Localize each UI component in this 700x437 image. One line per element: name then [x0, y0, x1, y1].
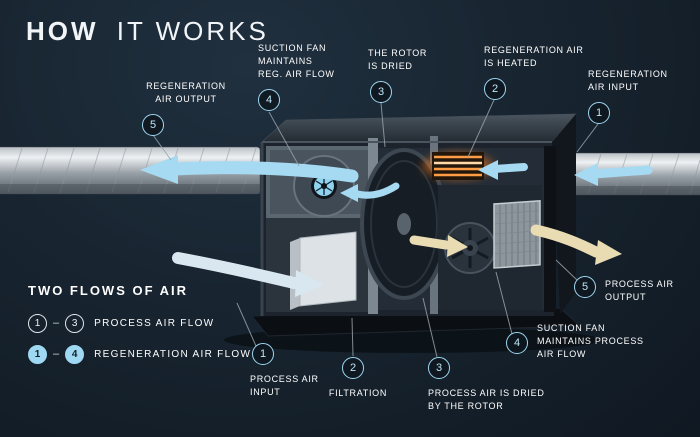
- regen-output-arrow: [167, 161, 359, 183]
- callout-process-air-output: 5 PROCESS AIR OUTPUT: [574, 276, 695, 304]
- callout-process-air-dried: 3 PROCESS AIR IS DRIED BY THE ROTOR: [428, 357, 578, 413]
- rotor: [360, 148, 448, 300]
- callout-number: 2: [491, 83, 499, 96]
- callout-label: REGENERATION AIR IS HEATED: [484, 45, 584, 69]
- process-input-arrow: [172, 252, 300, 289]
- callout-filtration: 2 FILTRATION: [322, 357, 394, 400]
- callout-regen-air-heated: REGENERATION AIR IS HEATED 2: [484, 44, 606, 101]
- callout-label: PROCESS AIR IS DRIED BY THE ROTOR: [428, 388, 545, 412]
- callout-number-badge: 4: [258, 89, 280, 112]
- legend-badge: 3: [65, 313, 85, 333]
- page-title-primary: HOW: [26, 16, 99, 46]
- legend-dash: –: [53, 317, 60, 329]
- callout-number: 5: [581, 281, 589, 293]
- callout-suction-fan-reg: SUCTION FAN MAINTAINS REG. AIR FLOW 4: [258, 42, 368, 112]
- callout-number: 4: [265, 94, 273, 107]
- legend-label: PROCESS AIR FLOW: [94, 317, 215, 329]
- callout-number-badge: 5: [142, 114, 164, 137]
- callout-number-badge: 1: [252, 343, 274, 365]
- heater: [422, 152, 494, 180]
- legend-badge-number: 4: [71, 348, 78, 360]
- callout-number: 2: [349, 362, 357, 374]
- callout-label: FILTRATION: [328, 388, 388, 398]
- callout-number: 3: [435, 362, 443, 374]
- leader-lines: [152, 99, 599, 358]
- callout-number-badge: 3: [370, 81, 392, 104]
- process-output-arrow: [530, 224, 602, 258]
- legend-badge-number: 1: [34, 317, 41, 329]
- callout-label: REGENERATION AIR OUTPUT: [146, 81, 226, 105]
- flow-arrows: [140, 155, 653, 297]
- callout-label: SUCTION FAN MAINTAINS REG. AIR FLOW: [258, 43, 335, 80]
- callout-rotor-dried: THE ROTOR IS DRIED 3: [368, 47, 448, 104]
- legend-label: REGENERATION AIR FLOW: [94, 348, 252, 360]
- callout-number: 1: [259, 348, 267, 360]
- callout-number: 3: [377, 86, 385, 99]
- callout-number-badge: 1: [588, 102, 610, 125]
- legend-badge-number: 1: [34, 348, 41, 360]
- machine-right-face: [552, 114, 576, 314]
- legend-title: TWO FLOWS OF AIR: [28, 283, 189, 298]
- callout-label: REGENERATION AIR INPUT: [588, 69, 668, 93]
- legend-badge: 1: [28, 344, 47, 364]
- callout-number-badge: 4: [506, 332, 528, 354]
- callout-regeneration-air-output: REGENERATION AIR OUTPUT 5: [118, 80, 254, 137]
- page-title: HOW IT WORKS: [26, 16, 269, 47]
- callout-label: THE ROTOR IS DRIED: [368, 48, 428, 72]
- regen-input-arrow: [589, 165, 653, 179]
- callout-number-badge: 2: [342, 357, 364, 379]
- callout-process-air-input: 1 PROCESS AIR INPUT: [250, 343, 340, 399]
- legend-row-regeneration: 1 – 4 REGENERATION AIR FLOW: [28, 344, 251, 364]
- callout-number-badge: 3: [428, 357, 450, 379]
- legend: TWO FLOWS OF AIR 1 – 3 PROCESS AIR FLOW …: [28, 283, 251, 375]
- page-title-secondary: IT WORKS: [116, 16, 269, 46]
- legend-badge-number: 3: [71, 317, 78, 329]
- legend-dash: –: [53, 348, 60, 360]
- callout-label: PROCESS AIR OUTPUT: [605, 279, 674, 303]
- callout-suction-fan-process: 4 SUCTION FAN MAINTAINS PROCESS AIR FLOW: [506, 322, 662, 361]
- legend-row-process: 1 – 3 PROCESS AIR FLOW: [28, 313, 251, 333]
- machine-top-face: [261, 113, 577, 143]
- callout-number: 5: [149, 119, 157, 132]
- outlet-grille: [493, 199, 541, 269]
- callout-regen-air-input: REGENERATION AIR INPUT 1: [588, 68, 688, 125]
- legend-badge: 4: [65, 344, 85, 364]
- legend-badge: 1: [28, 313, 47, 333]
- callout-number: 4: [513, 337, 521, 349]
- callout-label: SUCTION FAN MAINTAINS PROCESS AIR FLOW: [537, 323, 644, 360]
- callout-label: PROCESS AIR INPUT: [250, 374, 319, 398]
- callout-number-badge: 5: [574, 276, 596, 298]
- callout-number: 1: [595, 107, 603, 120]
- filter-box: [299, 231, 357, 307]
- machine-body: [250, 113, 582, 337]
- callout-number-badge: 2: [484, 78, 506, 101]
